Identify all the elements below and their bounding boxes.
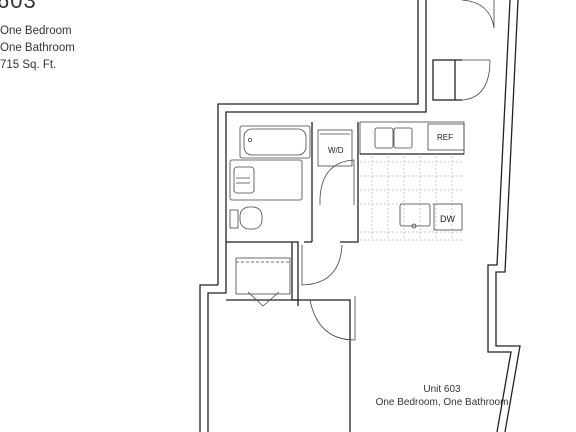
laundry-wall: [340, 122, 359, 243]
refrigerator-label: REF: [437, 133, 453, 142]
closet-area: [235, 257, 291, 295]
dishwasher: [433, 203, 463, 231]
bath-door: [301, 244, 343, 286]
exterior-wall-left: [217, 0, 419, 285]
caption-description: One Bedroom, One Bathroom: [375, 397, 509, 408]
laundry: [317, 129, 353, 167]
tub-drain: [247, 137, 252, 142]
exterior-wall-right: [495, 0, 521, 432]
doors: [247, 0, 495, 341]
bedroom-door: [309, 296, 356, 341]
unit-number: 603: [0, 0, 37, 13]
bathroom-count: One Bathroom: [0, 42, 75, 54]
caption-unit: Unit 603: [423, 384, 461, 395]
top-door-swing: [461, 0, 495, 29]
square-footage: 715 Sq. Ft.: [0, 59, 57, 71]
kitchen: [359, 121, 465, 241]
sink-faucet: [236, 177, 250, 184]
cooktop-right: [393, 127, 413, 149]
vanity: [229, 159, 303, 201]
interior-wall-left: [225, 0, 427, 285]
washer-dryer: [317, 129, 353, 167]
refrigerator: [427, 123, 465, 151]
kitchen-sink: [399, 203, 431, 227]
dishwasher-label: DW: [440, 214, 455, 224]
toilet-bowl: [239, 206, 263, 230]
bedroom-count: One Bedroom: [0, 25, 72, 37]
sink-drain: [411, 223, 417, 229]
toilet-tank: [229, 209, 239, 229]
entry-jamb: [455, 59, 462, 101]
bathtub: [239, 125, 311, 159]
bedroom-wall: [292, 299, 351, 432]
closet-bifold-door: [247, 291, 280, 307]
kitchen-floor-grid: [360, 156, 464, 241]
cooktop-left: [374, 127, 394, 149]
wall-lower-left-outer: [199, 284, 218, 432]
bath-fixtures: [229, 125, 311, 295]
washer-dryer-label: W/D: [328, 146, 344, 155]
walls: [199, 0, 521, 432]
bathtub-basin: [243, 128, 307, 156]
entry-closet: [432, 59, 456, 101]
interior-wall-right: [487, 0, 512, 432]
wall-lower-left-inner: [207, 285, 227, 432]
entry-door: [461, 59, 491, 101]
closet-partition: [226, 241, 299, 301]
laundry-door: [319, 159, 355, 205]
vanity-sink: [233, 166, 255, 194]
